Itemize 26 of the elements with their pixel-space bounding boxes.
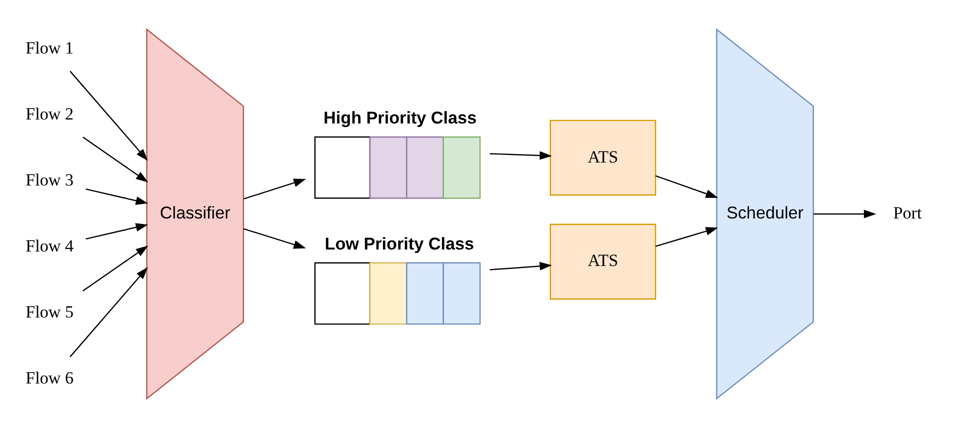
arrow [490,150,552,160]
node-text: Flow 3 [26,170,74,190]
node-text: Flow 5 [26,302,74,322]
arrow [86,222,148,240]
node-box: Scheduler [716,28,814,400]
arrow [86,188,148,204]
node-box: Classifier [146,28,244,400]
arrow [82,245,148,291]
arrow [655,226,718,246]
node-label: High Priority Class [324,108,477,128]
arrow [243,178,306,200]
node-text: Flow 4 [26,236,74,256]
node-text: Flow 1 [26,38,74,57]
arrow [814,209,876,218]
node-text: Flow 2 [26,104,74,123]
arrow [655,174,718,198]
node-label: Low Priority Class [324,234,474,254]
node-text: Port [893,203,922,222]
arrow [70,70,148,160]
arrow [70,266,148,357]
arrow [82,136,148,182]
node-box: ATS [550,223,656,300]
arrow [490,261,552,270]
node-box: ATS [550,119,656,196]
arrow [243,228,306,248]
node-text: Flow 6 [26,368,74,388]
